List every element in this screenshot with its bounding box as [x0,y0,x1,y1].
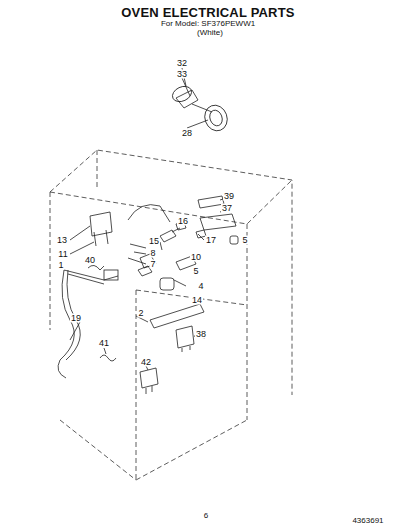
color-note: (White) [197,29,223,37]
callout-number: 1 [57,261,64,270]
diagram-title: OVEN ELECTRICAL PARTS [121,6,294,19]
callout-number: 37 [221,204,233,213]
callout-number: 39 [223,192,235,201]
callout-number: 33 [176,70,188,79]
callout-number: 10 [190,253,202,262]
callout-number: 14 [191,296,203,305]
callout-number: 15 [148,237,160,246]
callout-number: 5 [192,267,199,276]
callout-number: 28 [181,129,193,138]
page-number: 6 [204,512,208,520]
callout-number: 8 [149,249,156,258]
callout-number: 7 [149,260,156,269]
callout-number: 41 [98,339,110,348]
callout-number: 13 [56,236,68,245]
callout-number: 32 [176,59,188,68]
callout-number: 38 [195,330,207,339]
callout-number: 2 [137,309,144,318]
callout-number: 40 [84,256,96,265]
callout-number: 42 [140,358,152,367]
model-note: For Model: SF376PEWW1 [161,20,255,28]
callout-number: 19 [70,314,82,323]
callout-number: 17 [205,236,217,245]
part-number: 4363691 [352,517,383,525]
callout-number: 16 [177,217,189,226]
callout-number: 11 [57,250,68,259]
callout-number: 5 [241,236,248,245]
callout-number: 4 [197,282,204,291]
